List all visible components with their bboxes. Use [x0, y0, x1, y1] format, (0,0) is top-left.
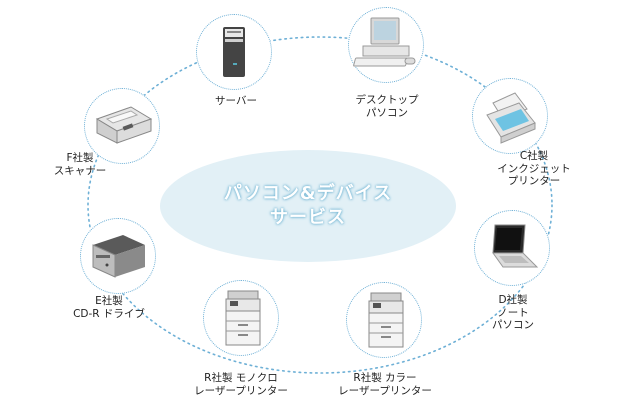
server-icon — [223, 27, 245, 77]
scanner-label: F社製 スキャナー — [53, 152, 107, 177]
laptop-icon — [492, 224, 539, 268]
cdr-drive-node — [80, 218, 156, 294]
inkjet-label: C社製 インクジェット プリンター — [497, 150, 571, 188]
center-title-line2: サービス — [270, 207, 346, 228]
center-title-line1: パソコン&デバイス — [223, 182, 393, 204]
mono-laser-node — [203, 280, 279, 356]
desktop-node — [348, 7, 424, 83]
notebook-label: D社製 ノート パソコン — [492, 294, 534, 332]
color-laser-label: R社製 カラー レーザープリンター — [338, 372, 432, 397]
server-node — [196, 14, 272, 90]
center-ellipse — [160, 150, 456, 262]
center-title: パソコン&デバイス サービス — [160, 150, 456, 262]
inkjet-printer-icon — [486, 92, 536, 144]
inkjet-node — [472, 78, 548, 154]
cdr-drive-label: E社製 CD-R ドライブ — [73, 295, 145, 320]
color-laser-node — [346, 282, 422, 358]
copier-icon — [225, 290, 261, 346]
cdr-drive-icon — [92, 235, 145, 278]
server-label: サーバー — [215, 95, 257, 107]
scanner-icon — [95, 106, 153, 144]
notebook-node — [474, 210, 550, 286]
desktop-pc-icon — [353, 17, 416, 67]
dotted-ring-path — [87, 36, 553, 374]
desktop-label: デスクトップ パソコン — [355, 94, 419, 119]
copier-icon — [368, 292, 404, 348]
scanner-node — [84, 88, 160, 164]
mono-laser-label: R社製 モノクロ レーザープリンター — [194, 372, 288, 397]
